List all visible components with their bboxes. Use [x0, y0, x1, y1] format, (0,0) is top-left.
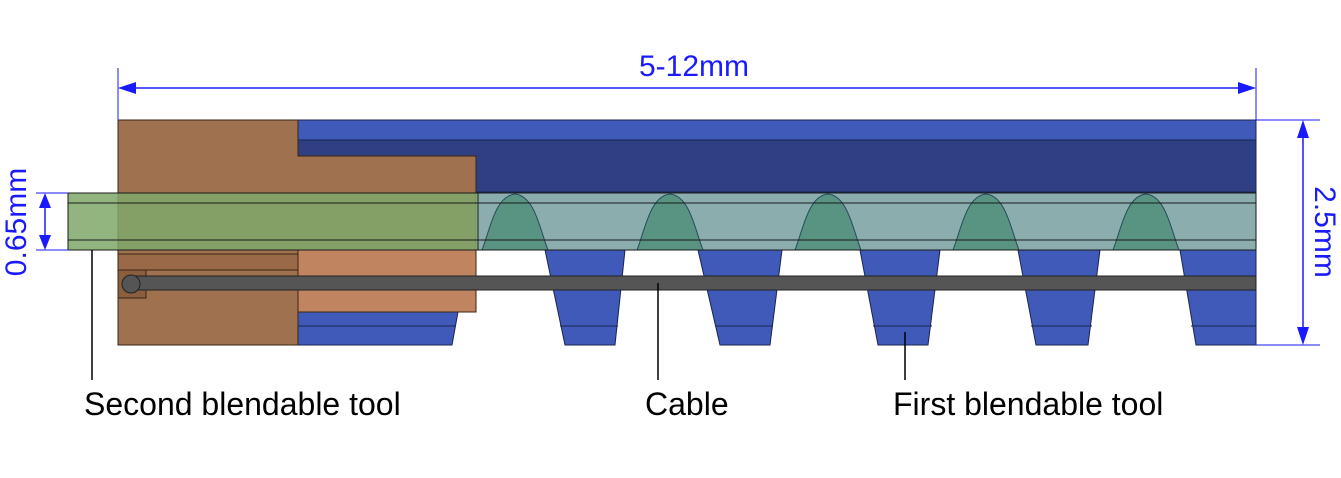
length-dimension-label: 5-12mm: [639, 50, 749, 83]
tooth-1: [544, 249, 626, 346]
cable-end-ball: [121, 274, 141, 294]
tooth-5: [1179, 249, 1257, 346]
cable-body: [129, 275, 1257, 291]
inner-tube: [67, 192, 1257, 251]
first-tool-top-wall: [297, 119, 1257, 141]
outer-diameter-label: 2.5mm: [1308, 186, 1341, 278]
cable-label: Cable: [645, 386, 729, 422]
first-tool-bottom-left-segment: [297, 311, 459, 346]
arrowhead-top: [1297, 120, 1309, 138]
cable: [121, 274, 1257, 294]
inner-diameter-label: 0.65mm: [0, 168, 33, 276]
tooth-3: [859, 249, 941, 346]
leader-lines: [91, 250, 906, 380]
arrowhead-left: [118, 82, 136, 94]
first-tool-teeth: [544, 249, 1257, 346]
length-dimension: 5-12mm: [117, 50, 1257, 120]
arrowhead-top-inner: [39, 193, 51, 208]
second-tool-lower-band: [117, 253, 299, 271]
inner-diameter-dimension: 0.65mm: [0, 168, 68, 276]
arrowhead-right: [1238, 82, 1256, 94]
arrowhead-bottom-inner: [39, 235, 51, 250]
inner-tube-left-extension: [67, 192, 479, 251]
second-tool-label: Second blendable tool: [84, 386, 401, 422]
first-tool-label: First blendable tool: [893, 386, 1163, 422]
tooth-4: [1017, 249, 1101, 346]
tooth-2: [697, 249, 783, 346]
arrowhead-bottom: [1297, 327, 1309, 345]
inner-tube-channel: [477, 192, 1257, 251]
outer-diameter-dimension: 2.5mm: [1256, 119, 1341, 346]
labels: Second blendable tool Cable First blenda…: [84, 386, 1163, 422]
